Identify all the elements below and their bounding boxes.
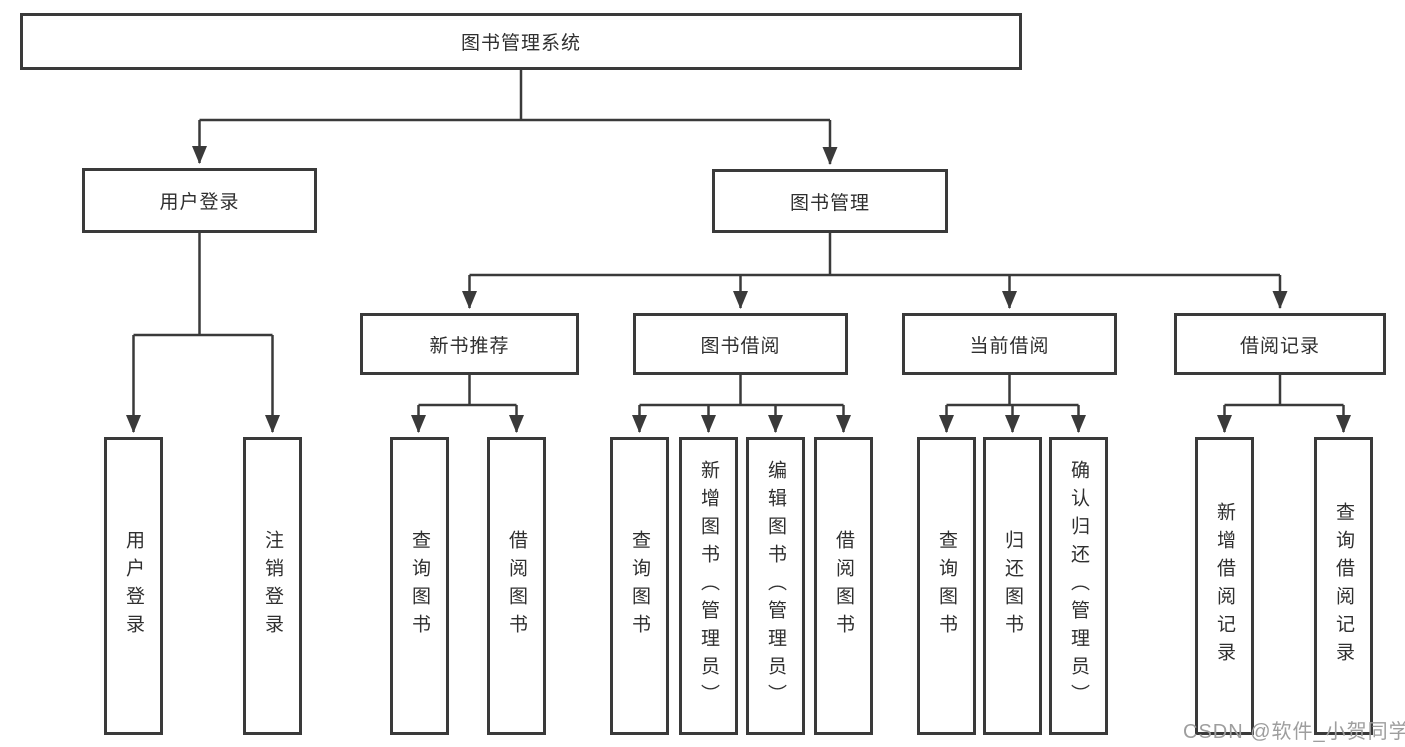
leaf-logout: 注销登录	[243, 437, 302, 735]
leaf-label: 借阅图书	[833, 530, 854, 642]
leaf-label: 确认归还（管理员）	[1068, 460, 1089, 712]
leaf-label: 查询图书	[629, 530, 650, 642]
leaf-label: 新增图书（管理员）	[698, 460, 719, 712]
leaf-edit-books-admin: 编辑图书（管理员）	[746, 437, 805, 735]
leaf-borrow-books: 借阅图书	[487, 437, 546, 735]
leaf-label: 借阅图书	[506, 530, 527, 642]
leaf-label: 注销登录	[262, 530, 283, 642]
node-new-book-recommend: 新书推荐	[360, 313, 579, 375]
leaf-query-books: 查询图书	[390, 437, 449, 735]
leaf-label: 查询图书	[409, 530, 430, 642]
leaf-label: 归还图书	[1002, 530, 1023, 642]
node-user-login: 用户登录	[82, 168, 317, 233]
leaf-user-login: 用户登录	[104, 437, 163, 735]
leaf-add-books-admin: 新增图书（管理员）	[679, 437, 738, 735]
leaf-label: 查询借阅记录	[1333, 502, 1354, 670]
leaf-label: 用户登录	[123, 530, 144, 642]
leaf-query-books: 查询图书	[610, 437, 669, 735]
leaf-borrow-books: 借阅图书	[814, 437, 873, 735]
node-book-borrowing: 图书借阅	[633, 313, 848, 375]
node-current-borrowing: 当前借阅	[902, 313, 1117, 375]
leaf-confirm-return-admin: 确认归还（管理员）	[1049, 437, 1108, 735]
node-borrow-records: 借阅记录	[1174, 313, 1386, 375]
leaf-label: 查询图书	[936, 530, 957, 642]
leaf-label: 新增借阅记录	[1214, 502, 1235, 670]
csdn-watermark: CSDN @软件_小贺同学	[1183, 721, 1405, 743]
node-book-management: 图书管理	[712, 169, 948, 233]
leaf-query-books: 查询图书	[917, 437, 976, 735]
leaf-return-books: 归还图书	[983, 437, 1042, 735]
leaf-add-borrow-record: 新增借阅记录	[1195, 437, 1254, 735]
leaf-label: 编辑图书（管理员）	[765, 460, 786, 712]
node-root-system: 图书管理系统	[20, 13, 1022, 70]
leaf-query-borrow-record: 查询借阅记录	[1314, 437, 1373, 735]
